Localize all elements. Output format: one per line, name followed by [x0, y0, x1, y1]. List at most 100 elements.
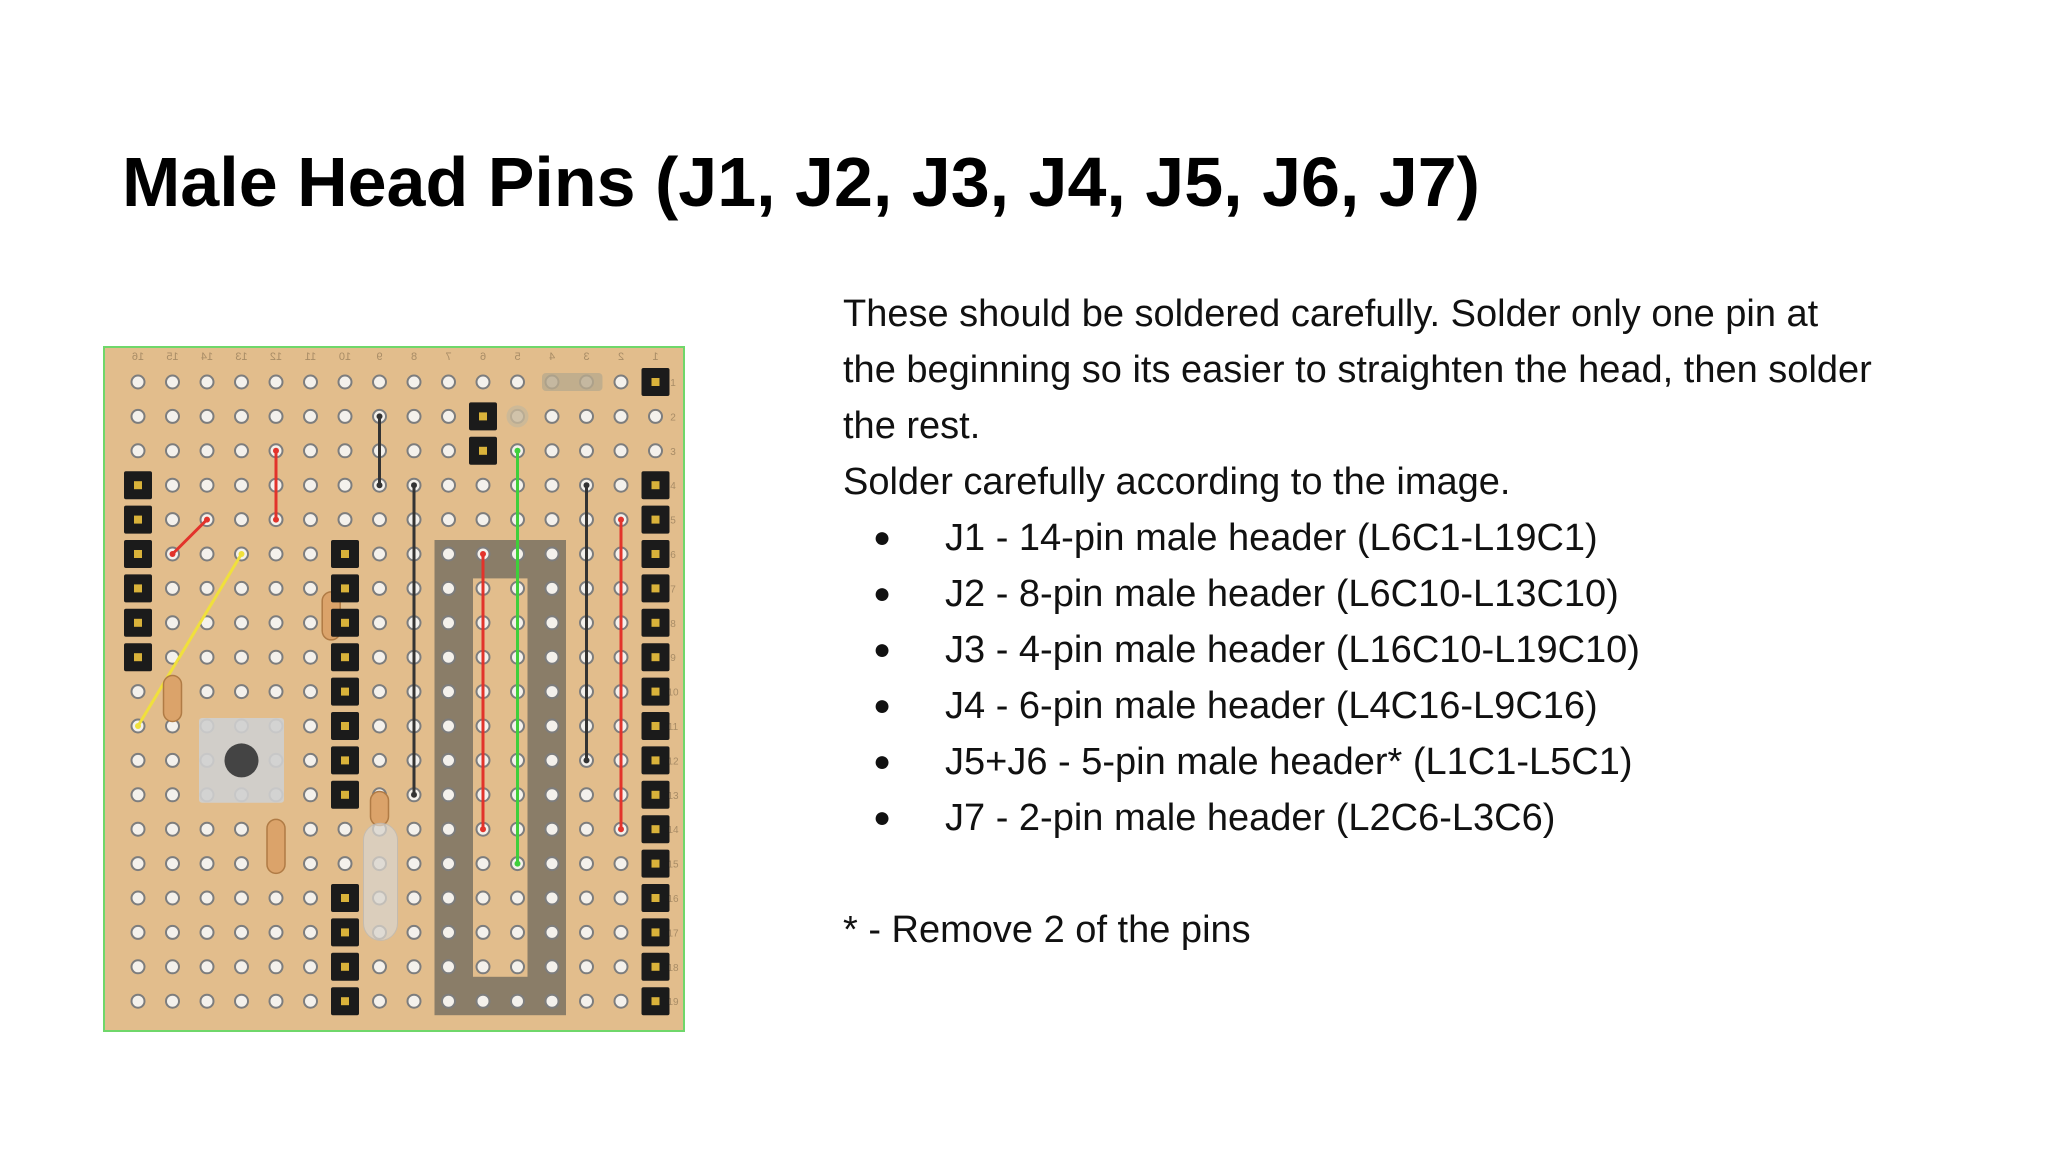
hole — [337, 512, 353, 528]
hole — [372, 718, 387, 734]
hole — [303, 615, 318, 631]
hole — [199, 477, 215, 493]
hole — [475, 512, 491, 528]
hole — [199, 890, 215, 906]
wire-end — [583, 482, 590, 489]
hole — [130, 993, 146, 1009]
hole — [441, 512, 456, 528]
hole — [130, 787, 146, 803]
wire-end — [376, 482, 383, 489]
hole — [165, 374, 180, 390]
hole — [199, 408, 215, 424]
header-pin — [341, 550, 349, 558]
header-pin — [341, 756, 349, 765]
hole — [165, 890, 180, 906]
row-label: 5 — [670, 516, 676, 527]
hole — [475, 993, 491, 1009]
hole — [337, 821, 353, 837]
hole — [199, 959, 215, 975]
intro-line: These should be soldered carefully. Sold… — [843, 293, 1819, 335]
header-pin — [651, 928, 660, 937]
hole — [544, 615, 560, 631]
hole — [165, 856, 180, 872]
header-pin — [651, 550, 660, 558]
hole — [234, 443, 249, 459]
hole — [406, 993, 422, 1009]
hole — [199, 649, 215, 665]
hole — [337, 443, 353, 459]
hole — [544, 890, 560, 906]
hole — [648, 443, 663, 459]
hole — [441, 374, 456, 390]
hole — [337, 856, 353, 872]
hole — [303, 649, 318, 665]
capacitor-body — [506, 405, 529, 428]
hole — [130, 408, 146, 424]
column-label: 1 — [652, 351, 658, 363]
hole — [372, 993, 387, 1009]
wire-end — [411, 482, 417, 489]
hole — [372, 615, 387, 631]
resistor — [369, 790, 390, 827]
row-label: 13 — [667, 791, 679, 802]
hole — [372, 649, 387, 665]
wire-end — [273, 447, 279, 454]
hole — [130, 443, 146, 459]
header-pin — [651, 756, 660, 765]
hole — [544, 580, 560, 596]
row-label: 16 — [667, 894, 679, 905]
hole — [303, 718, 318, 734]
row-label: 7 — [670, 584, 676, 595]
header-pin — [651, 515, 660, 524]
bullet-icon: ● — [873, 801, 892, 834]
header-list: ●J1 - 14-pin male header (L6C1-L19C1) ●J… — [843, 510, 1983, 846]
hole — [303, 374, 318, 390]
hole — [441, 718, 456, 734]
hole — [234, 580, 249, 596]
hole — [544, 856, 560, 872]
hole — [234, 512, 249, 528]
hole — [441, 408, 456, 424]
hole — [199, 924, 215, 940]
hole — [165, 959, 180, 975]
hole — [579, 890, 594, 906]
hole — [406, 890, 422, 906]
header-pin — [651, 687, 660, 696]
list-item: ●J4 - 6-pin male header (L4C16-L9C16) — [843, 678, 1983, 734]
column-label: 13 — [235, 351, 247, 363]
instructions: These should be soldered carefully. Sold… — [843, 286, 1983, 958]
bullet-icon: ● — [873, 689, 892, 722]
hole — [544, 718, 560, 734]
hole — [199, 443, 215, 459]
hole — [199, 374, 215, 390]
hole — [268, 615, 284, 631]
hole — [234, 959, 249, 975]
header-pin — [479, 412, 487, 421]
wire-end — [583, 757, 590, 764]
hole — [441, 580, 456, 596]
hole — [130, 821, 146, 837]
column-label: 10 — [339, 351, 351, 363]
hole — [303, 856, 318, 872]
hole — [579, 821, 594, 837]
hole — [579, 443, 594, 459]
resistor — [266, 818, 286, 875]
hole — [130, 856, 146, 872]
row-label: 15 — [667, 860, 679, 871]
hole — [337, 408, 353, 424]
hole — [234, 856, 249, 872]
hole — [303, 512, 318, 528]
hole — [579, 993, 594, 1009]
hole — [130, 924, 146, 940]
hole — [544, 684, 560, 700]
hole — [613, 993, 629, 1009]
hole — [613, 374, 629, 390]
hole — [441, 684, 456, 700]
hole — [406, 924, 422, 940]
row-label: 9 — [670, 653, 676, 664]
hole — [337, 374, 353, 390]
header-pin — [651, 653, 660, 662]
header-pin — [134, 584, 142, 593]
hole — [165, 787, 180, 803]
header-pin — [134, 653, 142, 662]
